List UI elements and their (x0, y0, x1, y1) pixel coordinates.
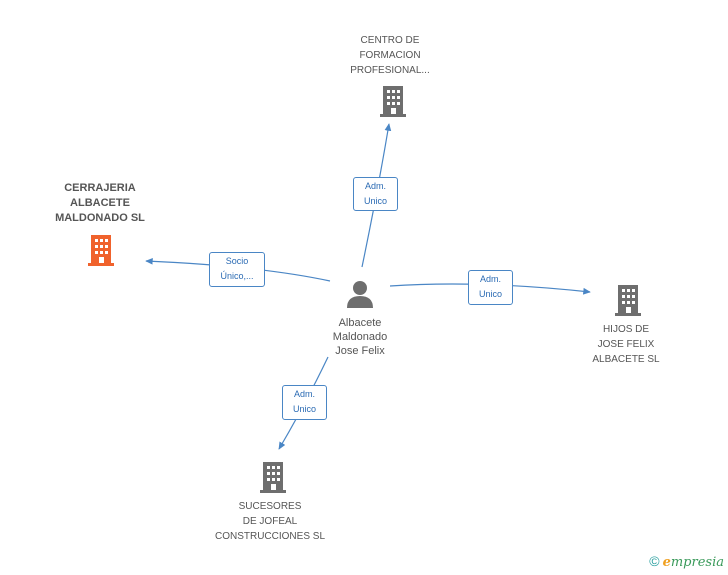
person-label[interactable]: Albacete Maldonado Jose Felix (332, 317, 388, 357)
copyright-icon: © (649, 553, 660, 569)
edge-label-cerrajeria[interactable]: Socio Único,... (209, 252, 265, 287)
edge-label-centro[interactable]: Adm. Unico (353, 177, 398, 211)
company-label-cerrajeria[interactable]: CERRAJERIA ALBACETE MALDONADO SL (55, 182, 145, 224)
company-label-centro[interactable]: CENTRO DE FORMACION PROFESIONAL... (350, 35, 430, 76)
building-icon[interactable] (88, 235, 114, 266)
company-label-hijos[interactable]: HIJOS DE JOSE FELIX ALBACETE SL (592, 324, 660, 365)
empresia-logo[interactable]: ©empresia (649, 553, 724, 570)
building-icon[interactable] (378, 84, 408, 118)
edge-label-hijos[interactable]: Adm. Unico (468, 270, 513, 305)
company-label-sucesores[interactable]: SUCESORES DE JOFEAL CONSTRUCCIONES SL (214, 501, 325, 542)
edge-label-sucesores[interactable]: Adm. Unico (282, 385, 327, 420)
person-icon[interactable] (347, 281, 373, 308)
building-icon[interactable] (615, 285, 641, 316)
building-icon[interactable] (260, 462, 286, 493)
